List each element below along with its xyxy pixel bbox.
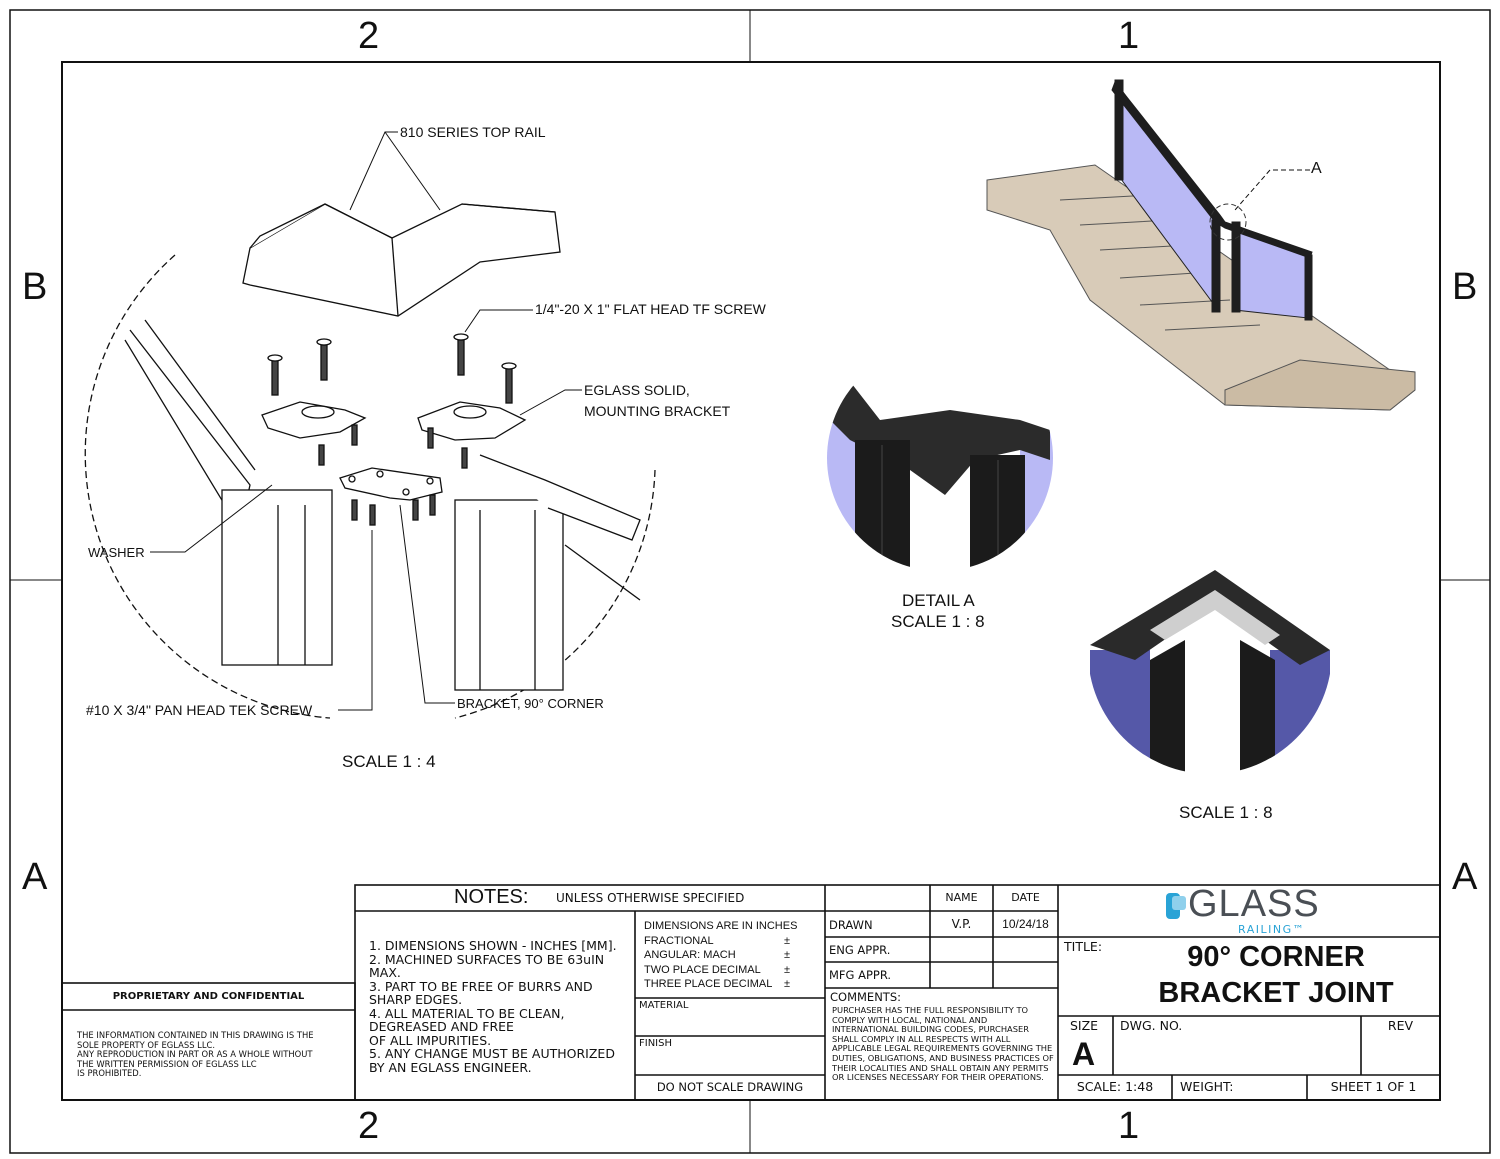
callout-washer: WASHER bbox=[88, 545, 145, 560]
sheet-number: SHEET 1 OF 1 bbox=[1330, 1079, 1417, 1094]
logo-subtext: RAILING™ bbox=[1238, 923, 1306, 936]
do-not-scale-label: DO NOT SCALE DRAWING bbox=[656, 1080, 804, 1094]
detail-a-scale: SCALE 1 : 8 bbox=[891, 612, 985, 631]
drawn-name: V.P. bbox=[951, 917, 972, 931]
tolerance-row: ANGULAR: MACH ± bbox=[644, 948, 797, 963]
drawing-title: 90° CORNER BRACKET JOINT bbox=[1112, 937, 1440, 1011]
zone-label-top-2: 2 bbox=[358, 15, 380, 57]
note-line: 4. ALL MATERIAL TO BE CLEAN, bbox=[369, 1005, 565, 1021]
detail-a-view bbox=[827, 345, 1053, 571]
note-line: 2. MACHINED SURFACES TO BE 63uIN bbox=[369, 951, 605, 967]
mounting-bracket-right bbox=[417, 401, 527, 441]
zone-label-top-1: 1 bbox=[1118, 15, 1140, 57]
zone-label-bottom-1: 1 bbox=[1118, 1105, 1140, 1147]
drawn-date: 10/24/18 bbox=[1002, 917, 1049, 931]
note-line: BY AN EGLASS ENGINEER. bbox=[369, 1059, 532, 1075]
tolerance-sign: ± bbox=[784, 949, 791, 961]
zone-dividers bbox=[10, 10, 1490, 1153]
exploded-view bbox=[84, 131, 1310, 719]
callout-corner-bracket: BRACKET, 90° CORNER bbox=[457, 696, 604, 711]
note-line: 5. ANY CHANGE MUST BE AUTHORIZED bbox=[369, 1046, 615, 1061]
detail-boundary-left bbox=[84, 254, 331, 719]
date-column-header: DATE bbox=[1011, 891, 1040, 904]
notes-list: 1. DIMENSIONS SHOWN - INCHES [MM]. 2. MA… bbox=[369, 939, 617, 1074]
zone-label-right-b: B bbox=[1452, 266, 1478, 308]
callout-detail-a: A bbox=[1311, 160, 1322, 177]
right-post bbox=[454, 454, 641, 691]
proprietary-line: THE INFORMATION CONTAINED IN THIS DRAWIN… bbox=[77, 1030, 314, 1040]
note-line: OF ALL IMPURITIES. bbox=[369, 1032, 492, 1048]
top-rail bbox=[242, 203, 561, 317]
scale-iso-view: SCALE 1 : 8 bbox=[1179, 803, 1273, 822]
rev-label: REV bbox=[1387, 1018, 1414, 1033]
screws bbox=[267, 333, 517, 526]
scale-exploded-view: SCALE 1 : 4 bbox=[342, 752, 436, 771]
tolerance-label: ANGULAR: MACH bbox=[644, 949, 736, 961]
note-line: SHARP EDGES. bbox=[369, 992, 463, 1007]
logo-text: GLASS bbox=[1188, 883, 1320, 925]
tolerance-label: FRACTIONAL bbox=[644, 934, 714, 947]
tolerance-sign: ± bbox=[784, 978, 791, 990]
corner-bracket bbox=[339, 467, 443, 501]
logo-mark-icon bbox=[1166, 893, 1186, 919]
drawn-label: DRAWN bbox=[829, 918, 873, 932]
size-value: A bbox=[1072, 1036, 1096, 1072]
title-line-1: 90° CORNER bbox=[1187, 941, 1365, 973]
callout-top-rail: 810 SERIES TOP RAIL bbox=[400, 124, 546, 140]
eng-appr-label: ENG APPR. bbox=[829, 943, 891, 957]
note-line: DEGREASED AND FREE bbox=[369, 1019, 514, 1034]
dwg-no-label: DWG. NO. bbox=[1120, 1018, 1183, 1033]
proprietary-header: PROPRIETARY AND CONFIDENTIAL bbox=[112, 991, 305, 1002]
proprietary-line: IS PROHIBITED. bbox=[77, 1068, 142, 1079]
tolerance-block: DIMENSIONS ARE IN INCHES FRACTIONAL ± ANG… bbox=[644, 919, 797, 992]
notes-subheader: UNLESS OTHERWISE SPECIFIED bbox=[556, 891, 745, 905]
comments-text: PURCHASER HAS THE FULL RESPONSIBILITY TO… bbox=[832, 1005, 1054, 1083]
mounting-bracket-left bbox=[261, 401, 367, 439]
zone-label-right-a: A bbox=[1452, 856, 1478, 898]
title-label: TITLE: bbox=[1064, 939, 1103, 954]
proprietary-text: THE INFORMATION CONTAINED IN THIS DRAWIN… bbox=[77, 1030, 314, 1079]
tolerance-label: THREE PLACE DECIMAL bbox=[644, 978, 773, 990]
finish-label: FINISH bbox=[639, 1038, 672, 1049]
material-label: MATERIAL bbox=[639, 1000, 689, 1011]
name-column-header: NAME bbox=[945, 891, 978, 904]
title-block-grid bbox=[61, 884, 1441, 1101]
tolerance-row: TWO PLACE DECIMAL ± bbox=[644, 963, 797, 978]
detail-a-title: DETAIL A bbox=[902, 591, 975, 610]
callout-tek-screw: #10 X 3/4" PAN HEAD TEK SCREW bbox=[86, 702, 313, 718]
weight-label: WEIGHT: bbox=[1180, 1079, 1234, 1094]
tolerance-row: FRACTIONAL ± bbox=[644, 934, 797, 949]
comments-label: COMMENTS: bbox=[830, 990, 901, 1004]
mfg-appr-label: MFG APPR. bbox=[829, 968, 892, 982]
note-line: 3. PART TO BE FREE OF BURRS AND bbox=[369, 978, 593, 994]
tolerance-header: DIMENSIONS ARE IN INCHES bbox=[644, 920, 798, 932]
proprietary-line: SOLE PROPERTY OF EGLASS LLC. bbox=[77, 1039, 216, 1050]
size-label: SIZE bbox=[1070, 1018, 1099, 1033]
zone-label-left-a: A bbox=[22, 856, 48, 898]
zone-label-bottom-2: 2 bbox=[358, 1105, 380, 1147]
tolerance-sign: ± bbox=[784, 963, 791, 976]
proprietary-line: THE WRITTEN PERMISSION OF EGLASS LLC bbox=[77, 1058, 257, 1069]
callout-flat-head-screw: 1/4"-20 X 1" FLAT HEAD TF SCREW bbox=[535, 301, 766, 317]
left-post bbox=[124, 319, 333, 666]
scale-value: SCALE: 1:48 bbox=[1076, 1079, 1154, 1094]
corner-iso-view bbox=[1088, 530, 1332, 774]
note-line: 1. DIMENSIONS SHOWN - INCHES [MM]. bbox=[369, 938, 617, 953]
notes-header: NOTES: bbox=[454, 886, 529, 908]
title-line-2: BRACKET JOINT bbox=[1158, 977, 1394, 1009]
staircase-iso-view bbox=[986, 79, 1416, 411]
proprietary-line: ANY REPRODUCTION IN PART OR AS A WHOLE W… bbox=[77, 1049, 313, 1060]
note-line: MAX. bbox=[369, 965, 401, 980]
callout-mounting-bracket-1: EGLASS SOLID, bbox=[584, 382, 690, 398]
zone-label-left-b: B bbox=[22, 266, 48, 308]
tolerance-label: TWO PLACE DECIMAL bbox=[644, 963, 761, 976]
tolerance-sign: ± bbox=[784, 934, 791, 947]
leader-lines bbox=[150, 131, 1310, 711]
callout-mounting-bracket-2: MOUNTING BRACKET bbox=[584, 403, 731, 419]
detail-boundary-right bbox=[454, 469, 656, 719]
tolerance-row: THREE PLACE DECIMAL ± bbox=[644, 977, 797, 992]
